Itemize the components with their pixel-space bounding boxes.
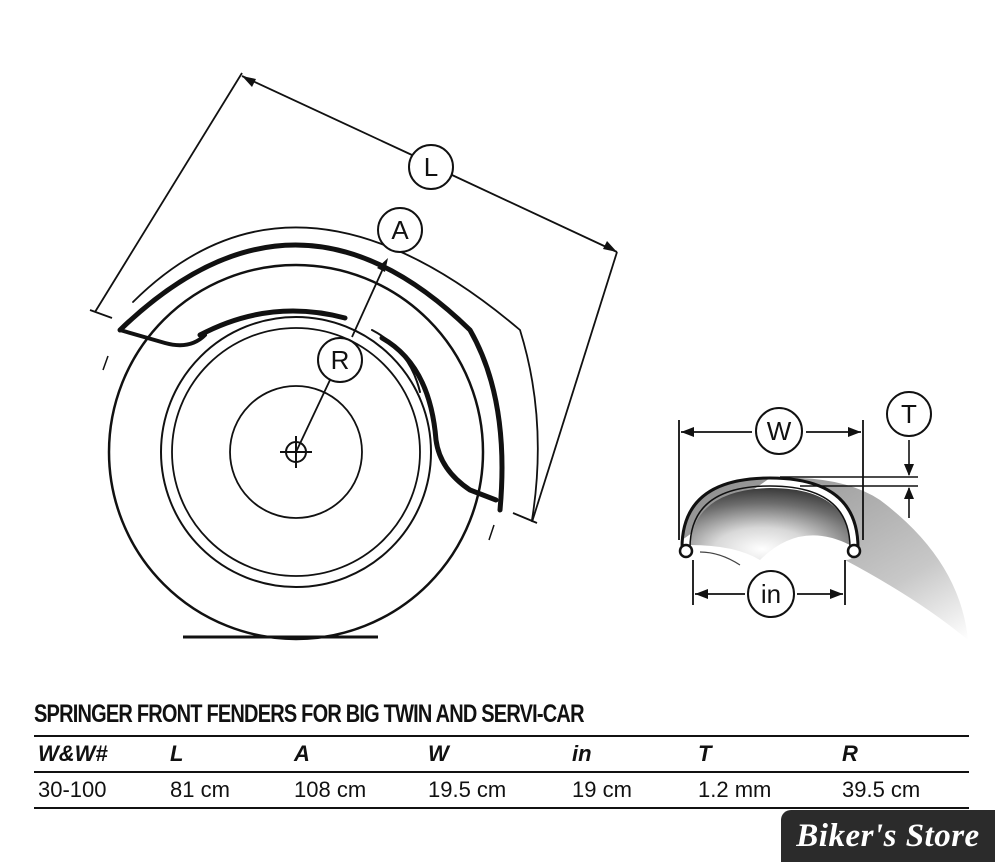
fender-cross-section	[678, 476, 968, 640]
label-A: A	[391, 215, 409, 245]
label-L: L	[424, 152, 438, 182]
label-circle-T	[886, 391, 932, 437]
cell-L: 81 cm	[166, 772, 290, 809]
dimension-in	[692, 560, 846, 605]
hub-circle	[229, 385, 363, 519]
wheel-side-view	[107, 263, 485, 641]
fender-outline-arc	[132, 226, 539, 521]
label-circle-in	[747, 570, 795, 618]
label-in: in	[761, 579, 781, 609]
label-T: T	[901, 399, 917, 429]
cell-in: 19 cm	[568, 772, 694, 809]
store-badge: Biker's Store	[781, 810, 995, 862]
cell-R: 39.5 cm	[838, 772, 969, 809]
dimension-T	[780, 440, 918, 518]
fender-outer-contour	[117, 242, 505, 513]
cell-A: 108 cm	[290, 772, 424, 809]
bead-right	[846, 543, 862, 559]
label-circle-L	[408, 144, 454, 190]
bead-left	[678, 543, 694, 559]
label-W: W	[767, 416, 792, 446]
cell-T: 1.2 mm	[694, 772, 838, 809]
spec-table: W&W# L A W in T R 30-100 81 cm 108 cm 19…	[34, 735, 969, 809]
col-header-T: T	[694, 735, 838, 773]
cell-part: 30-100	[34, 772, 166, 809]
spec-header-row: W&W# L A W in T R	[34, 735, 969, 773]
tire-outline	[107, 263, 485, 641]
fender-body-shaded	[682, 477, 968, 640]
fender-profile-outline	[680, 476, 860, 549]
label-R: R	[331, 345, 350, 375]
fender-inner-arc-left	[197, 308, 348, 338]
col-header-R: R	[838, 735, 969, 773]
col-header-L: L	[166, 735, 290, 773]
fender-inner-shade	[690, 488, 850, 560]
col-header-in: in	[568, 735, 694, 773]
dimension-W	[678, 420, 864, 540]
spec-section: SPRINGER FRONT FENDERS FOR BIG TWIN AND …	[34, 700, 969, 809]
col-header-W: W	[424, 735, 568, 773]
table-row: 30-100 81 cm 108 cm 19.5 cm 19 cm 1.2 mm…	[34, 772, 969, 809]
spec-title: SPRINGER FRONT FENDERS FOR BIG TWIN AND …	[34, 700, 585, 728]
fender-dimension-diagram: L A R W	[89, 72, 968, 641]
col-header-A: A	[290, 735, 424, 773]
dimension-L	[89, 72, 618, 524]
label-circle-A	[377, 207, 423, 253]
fender-front-lip	[118, 328, 207, 348]
rim-outer	[160, 316, 432, 588]
label-circle-W	[755, 407, 803, 455]
cell-W: 19.5 cm	[424, 772, 568, 809]
rim-inner	[171, 327, 421, 577]
label-circle-R	[317, 337, 363, 383]
col-header-part: W&W#	[34, 735, 166, 773]
store-badge-text: Biker's Store	[796, 817, 980, 854]
fender-inner-arc-right	[379, 335, 499, 503]
fender-side-view	[117, 226, 539, 521]
dimension-R	[295, 258, 388, 453]
